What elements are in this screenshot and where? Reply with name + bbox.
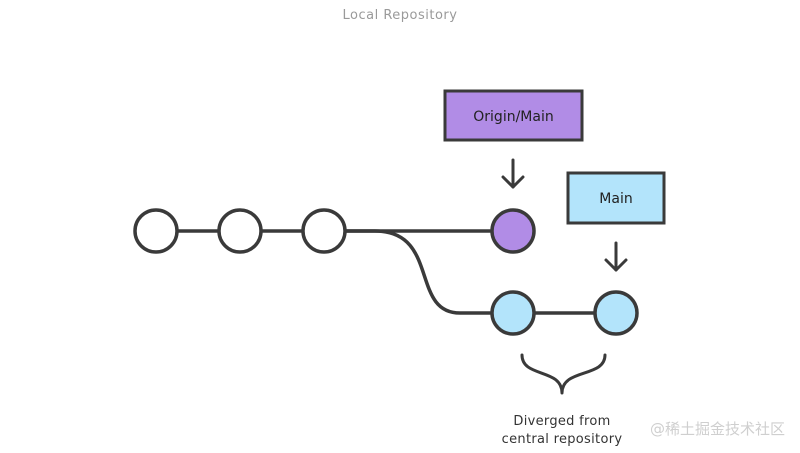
annotation-line-1: Diverged from bbox=[513, 414, 610, 429]
edge-diverge-branch bbox=[343, 229, 492, 315]
origin-main-text: Origin/Main bbox=[473, 109, 553, 125]
commit-node-3 bbox=[301, 208, 347, 254]
main-label: Main bbox=[566, 171, 666, 225]
main-box bbox=[566, 171, 666, 225]
origin-main-label: Origin/Main bbox=[443, 89, 584, 142]
origin-main-commit bbox=[490, 208, 536, 254]
diverged-brace-icon bbox=[520, 353, 607, 395]
commit-edges bbox=[175, 229, 596, 315]
watermark: @稀土掘金技术社区 bbox=[650, 420, 785, 438]
main-text: Main bbox=[599, 191, 632, 207]
local-commit-1 bbox=[490, 290, 536, 336]
origin-main-arrow-icon bbox=[501, 158, 525, 189]
pointer-arrows bbox=[501, 158, 628, 272]
main-commit bbox=[593, 290, 639, 336]
diagram-title: Local Repository bbox=[343, 8, 458, 23]
annotation-line-2: central repository bbox=[502, 432, 623, 447]
commit-nodes bbox=[133, 208, 639, 336]
origin-main-box bbox=[443, 89, 584, 142]
commit-node-1 bbox=[133, 208, 179, 254]
commit-node-2 bbox=[217, 208, 263, 254]
main-arrow-icon bbox=[604, 241, 628, 272]
